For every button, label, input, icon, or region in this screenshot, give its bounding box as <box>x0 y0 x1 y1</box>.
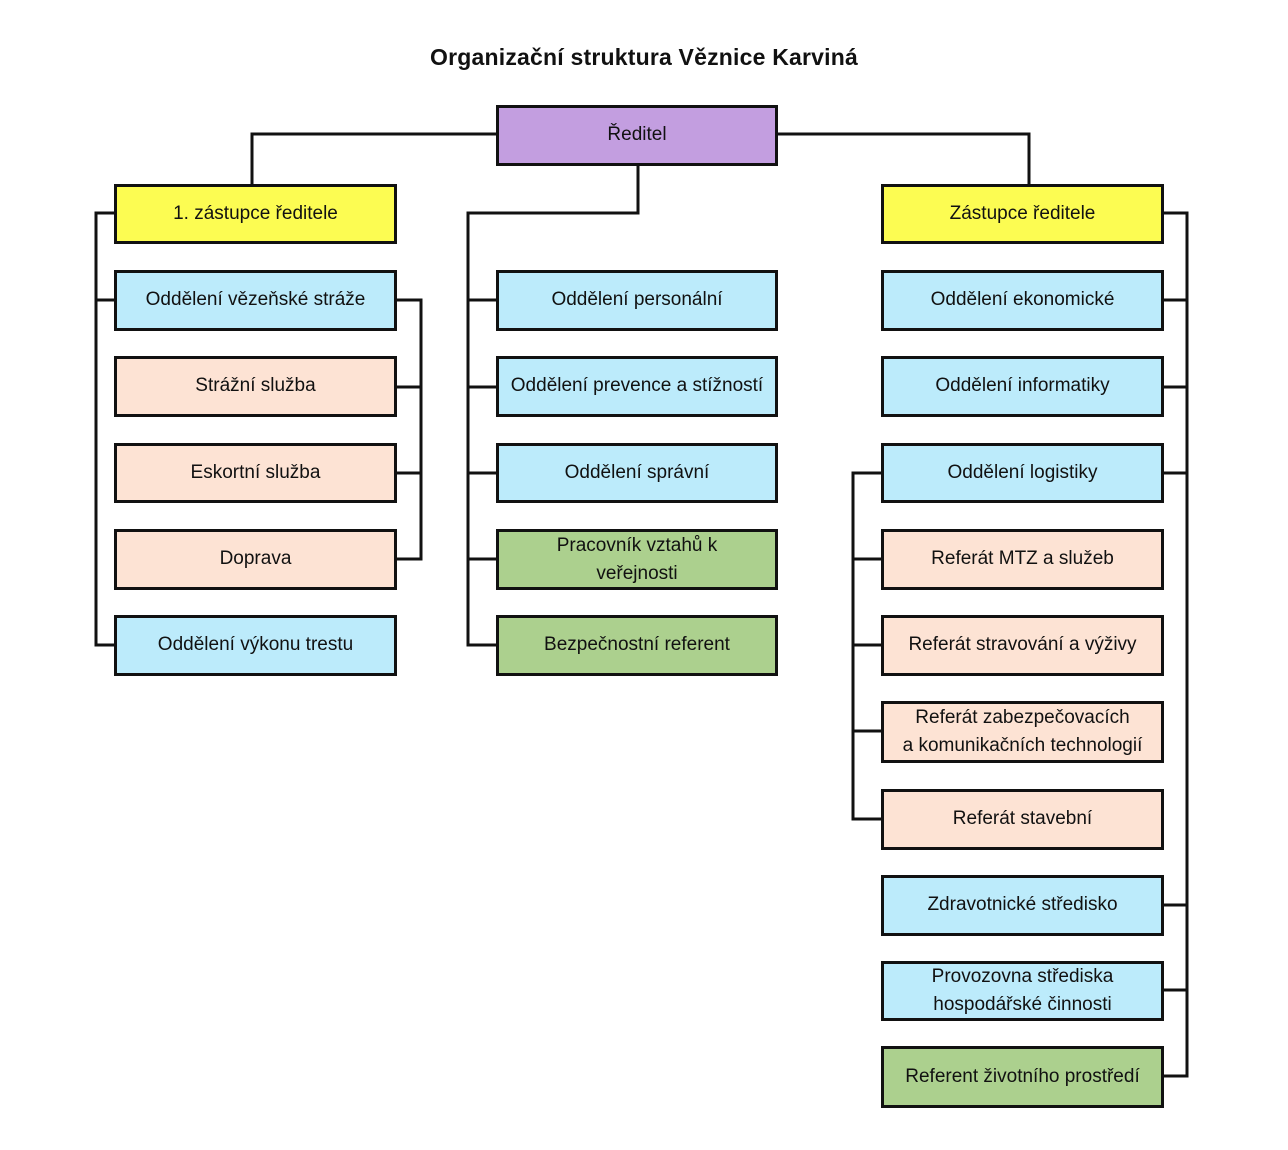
node-deputy-2: Zástupce ředitele <box>881 184 1164 244</box>
node-medical: Zdravotnické středisko <box>881 875 1164 936</box>
connector-right-trunk <box>1161 211 1189 1078</box>
node-security-tech: Referát zabezpečovacích a komunikačních … <box>881 701 1164 763</box>
node-environment: Referent životního prostředí <box>881 1046 1164 1108</box>
node-personnel-label: Oddělení personální <box>551 289 723 311</box>
node-guard-dept-label: Oddělení vězeňské stráže <box>145 289 366 311</box>
node-prevention: Oddělení prevence a stížností <box>496 356 778 417</box>
node-sentence-dept-label: Oddělení výkonu trestu <box>157 634 354 656</box>
node-public-relations-line1: Pracovník vztahů k <box>556 534 718 556</box>
node-escort-service-label: Eskortní služba <box>190 461 321 483</box>
node-it: Oddělení informatiky <box>881 356 1164 417</box>
node-business-plant-line1: Provozovna střediska <box>931 966 1114 988</box>
node-logistics-label: Oddělení logistiky <box>947 461 1098 483</box>
node-transport-label: Doprava <box>219 548 292 570</box>
connector-left-trunk <box>94 211 117 647</box>
node-business-plant: Provozovna střediska hospodářské činnost… <box>881 961 1164 1021</box>
node-prevention-label: Oddělení prevence a stížností <box>510 375 764 397</box>
connector-director-middle <box>466 163 640 647</box>
node-environment-label: Referent životního prostředí <box>905 1065 1140 1087</box>
node-security-officer-label: Bezpečnostní referent <box>544 634 730 656</box>
node-economic: Oddělení ekonomické <box>881 270 1164 331</box>
node-public-relations: Pracovník vztahů k veřejnosti <box>496 529 778 590</box>
node-guard-service: Strážní služba <box>114 356 397 417</box>
connector-director-deputy1 <box>250 132 499 187</box>
connector-director-deputy2 <box>775 132 1031 187</box>
node-administrative: Oddělení správní <box>496 443 778 503</box>
node-sentence-dept: Oddělení výkonu trestu <box>114 615 397 676</box>
node-catering: Referát stravování a výživy <box>881 615 1164 676</box>
node-medical-label: Zdravotnické středisko <box>927 894 1118 916</box>
node-logistics: Oddělení logistiky <box>881 443 1164 503</box>
node-public-relations-line2: veřejnosti <box>596 562 678 584</box>
node-mtz: Referát MTZ a služeb <box>881 529 1164 590</box>
node-administrative-label: Oddělení správní <box>564 461 710 483</box>
node-director: Ředitel <box>496 105 778 166</box>
node-guard-service-label: Strážní služba <box>195 375 316 397</box>
node-escort-service: Eskortní služba <box>114 443 397 503</box>
node-security-officer: Bezpečnostní referent <box>496 615 778 676</box>
page-title: Organizační struktura Věznice Karviná <box>430 44 858 70</box>
node-mtz-label: Referát MTZ a služeb <box>931 548 1114 570</box>
node-it-label: Oddělení informatiky <box>935 375 1110 397</box>
node-construction: Referát stavební <box>881 789 1164 850</box>
node-deputy-1-label: 1. zástupce ředitele <box>173 202 338 224</box>
node-security-tech-line2: a komunikačních technologií <box>902 735 1143 756</box>
node-guard-dept: Oddělení vězeňské stráže <box>114 270 397 331</box>
node-transport: Doprava <box>114 529 397 590</box>
node-deputy-1: 1. zástupce ředitele <box>114 184 397 244</box>
node-economic-label: Oddělení ekonomické <box>930 289 1115 311</box>
node-personnel: Oddělení personální <box>496 270 778 331</box>
node-catering-label: Referát stravování a výživy <box>908 634 1137 656</box>
node-business-plant-line2: hospodářské činnosti <box>933 994 1112 1015</box>
node-security-tech-line1: Referát zabezpečovacích <box>915 707 1130 729</box>
node-construction-label: Referát stavební <box>952 808 1093 830</box>
node-deputy-2-label: Zástupce ředitele <box>949 202 1096 224</box>
connector-guard-trunk <box>394 298 423 561</box>
node-director-label: Ředitel <box>607 124 667 146</box>
